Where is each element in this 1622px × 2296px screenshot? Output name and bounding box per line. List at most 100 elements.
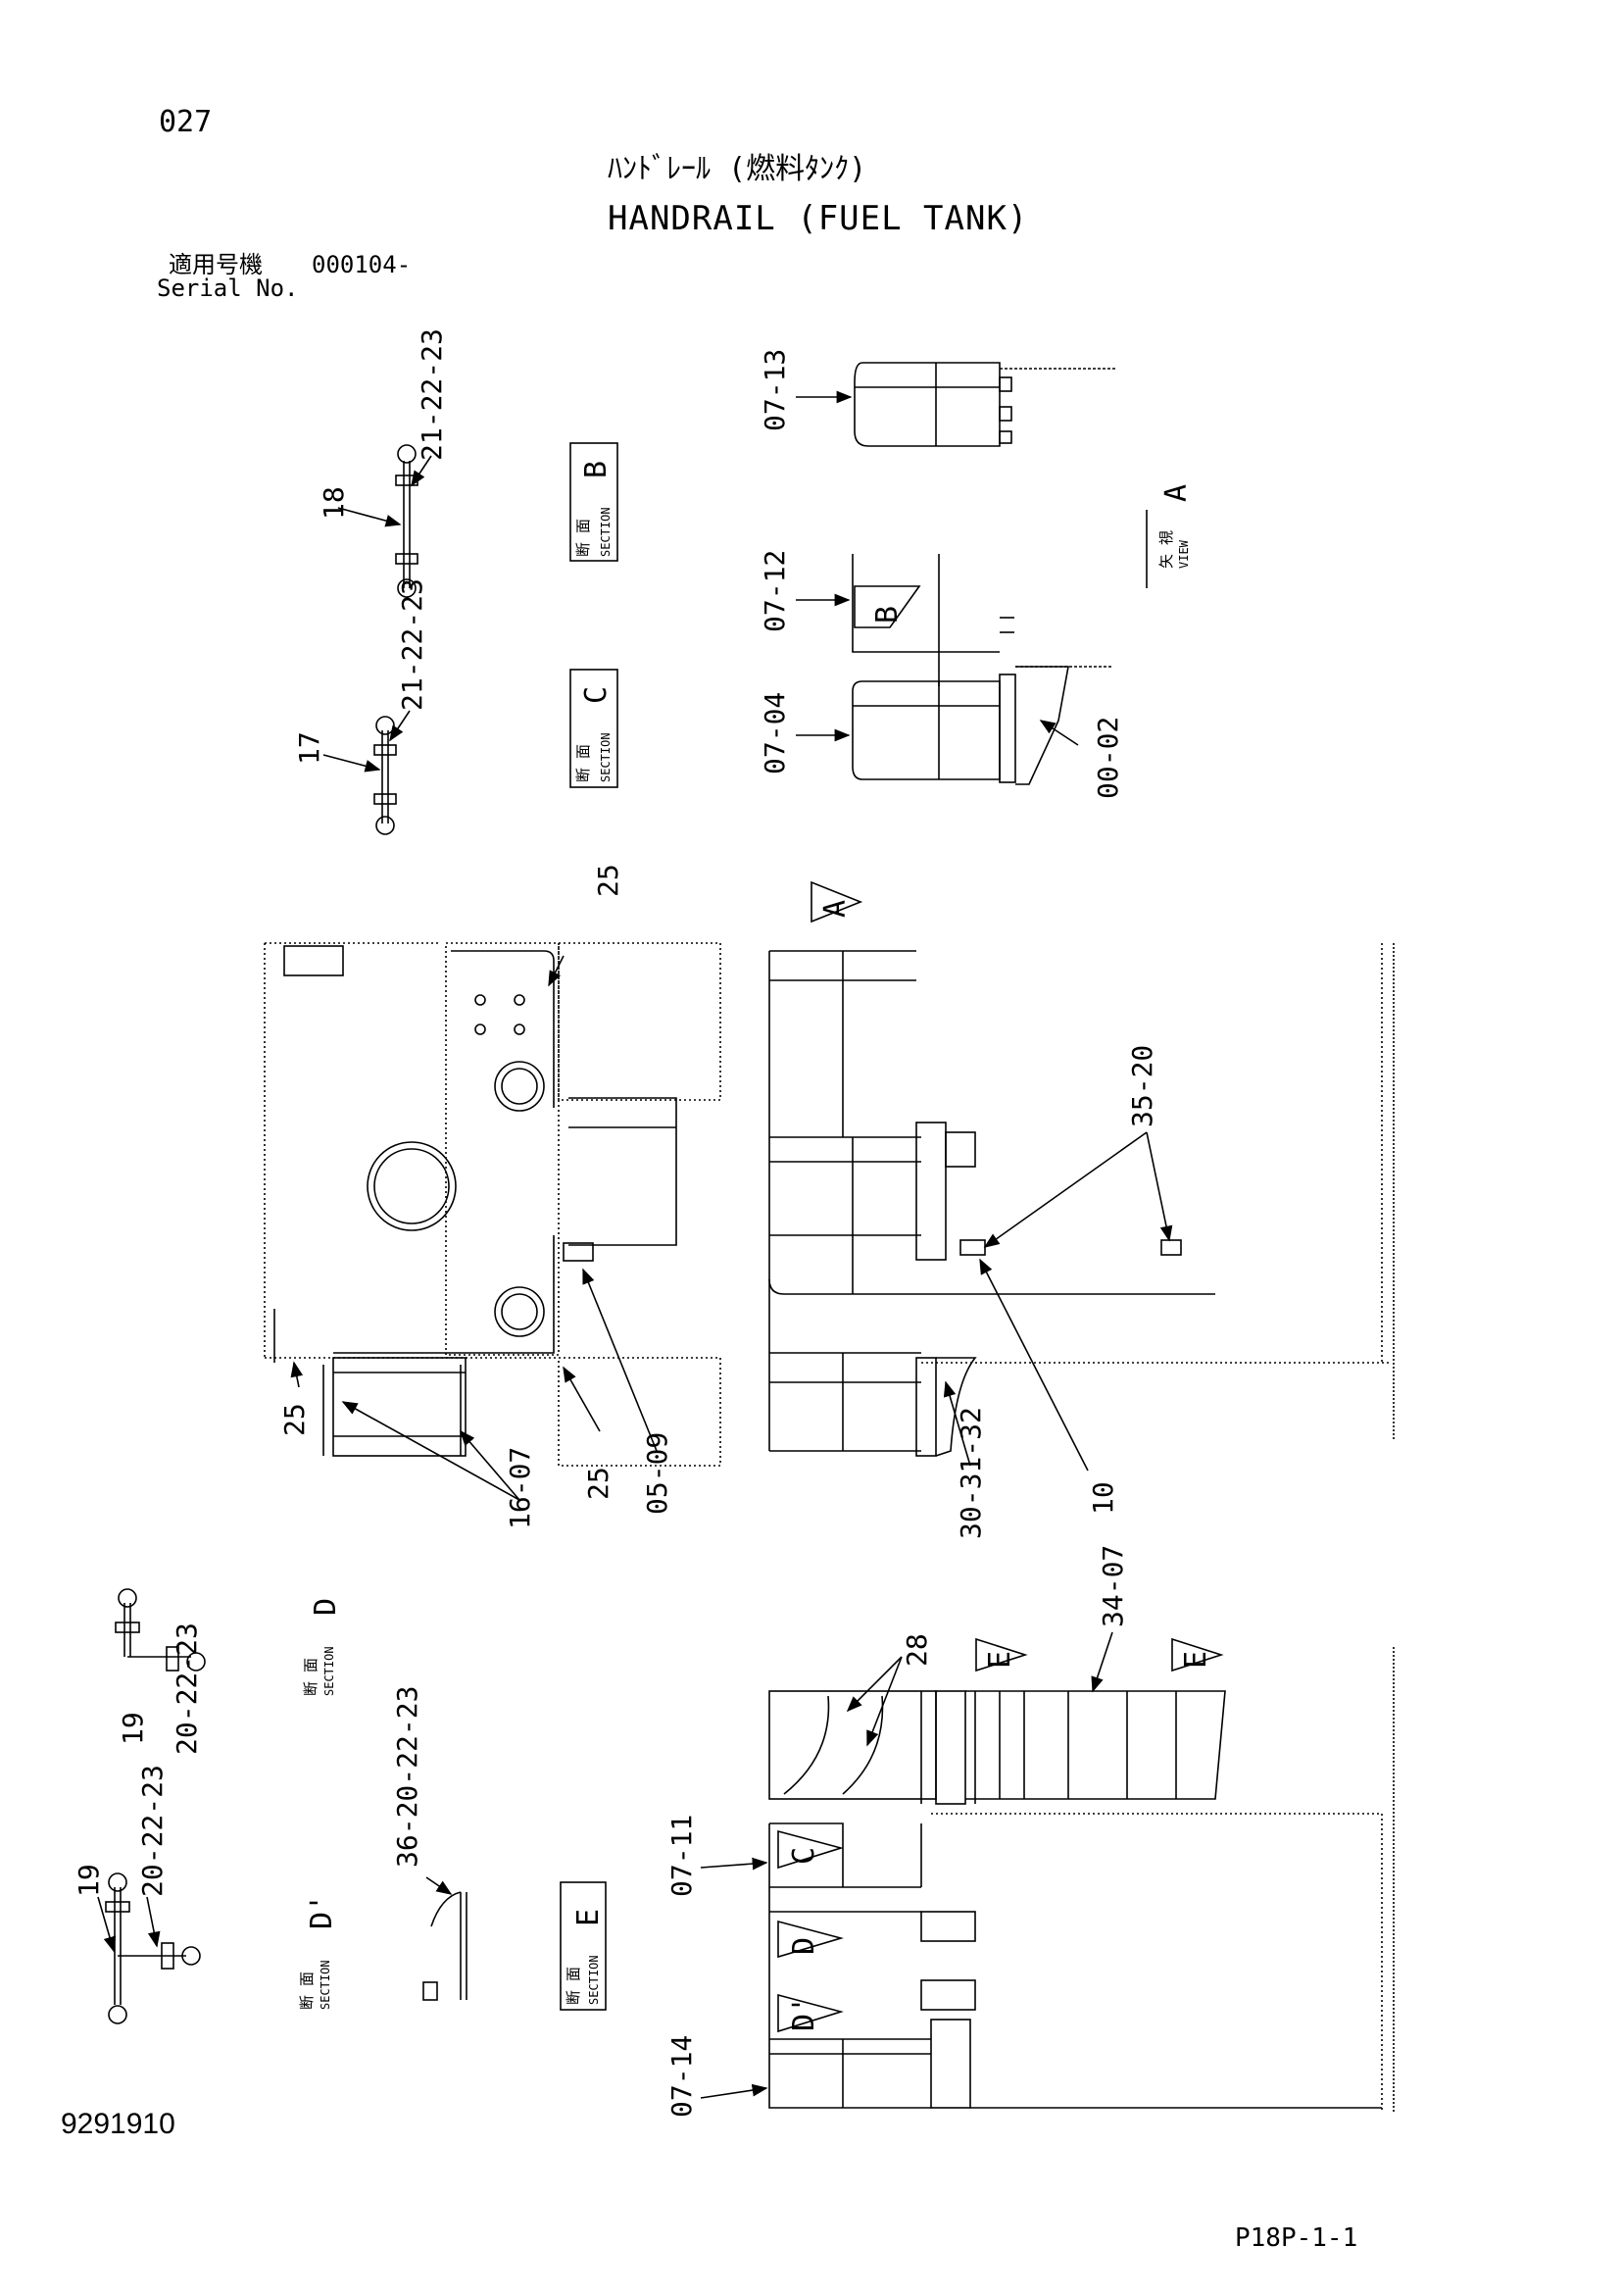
flag-c-shape [777,1829,844,1870]
flag-e-shape-2 [1171,1637,1224,1672]
leader-17 [322,754,381,773]
leader-25-left [290,1361,304,1388]
section-d-letter: D [309,1598,343,1616]
sheet-reference: P18P-1-1 [1235,2223,1358,2253]
fuel-tank-plan-view [264,942,721,1467]
side-elevation-view [768,943,1395,1457]
section-d-prime-label-jp: 断 面 [298,1972,316,2010]
leader-18 [337,507,402,527]
callout-07-11: 07-11 [665,1815,698,1897]
callout-07-04: 07-04 [759,692,791,774]
leader-20-22-23-d-prime [146,1896,161,1948]
leader-21-22-23-b [411,455,432,487]
callout-28: 28 [901,1633,933,1667]
leader-05-09 [582,1268,658,1452]
leader-00-02 [1039,720,1079,746]
fuel-tank-handrails [273,945,677,1456]
leader-28-b [866,1656,903,1747]
flag-b-letter: B [870,606,905,624]
section-b-label-jp: 断 面 [574,519,592,557]
callout-25-left: 25 [278,1403,311,1436]
leader-35-20-a [983,1131,1148,1248]
section-e-detail [422,1891,467,2001]
section-e-label-en: SECTION [587,1955,601,2005]
leader-25-mid [563,1366,601,1432]
callout-19-d: 19 [117,1712,149,1745]
leader-16-07-a [341,1401,520,1501]
callout-30-31-32: 30-31-32 [955,1407,987,1539]
view-a-handrail-upper [854,362,1117,447]
leader-35-20-b [1146,1131,1173,1242]
leader-30-31-32 [943,1380,971,1467]
view-a-handrail-lower [852,666,1113,785]
callout-34-07: 34-07 [1097,1545,1129,1627]
section-c-label-jp: 断 面 [574,744,592,782]
view-a-letter: A [1159,484,1194,502]
flag-e-shape-1 [975,1637,1028,1672]
callout-18: 18 [318,486,350,520]
leader-19-d-prime [97,1896,117,1953]
callout-35-20: 35-20 [1126,1045,1158,1127]
section-e-label-jp: 断 面 [565,1967,582,2005]
serial-label-english: Serial No. [157,275,299,302]
leader-07-11 [700,1857,768,1871]
callout-07-12: 07-12 [759,550,791,632]
flag-e-letter-1: E [983,1651,1017,1669]
callout-21-22-23-c: 21-22-23 [396,578,428,711]
callout-21-22-23-b: 21-22-23 [416,328,448,461]
serial-value: 000104- [312,251,412,278]
callout-25-mid: 25 [582,1467,614,1500]
serial-label-japanese: 適用号機 [169,251,263,278]
section-b-detail [395,444,418,598]
callout-20-22-23-d: 20-22-23 [171,1622,203,1755]
flag-c-letter: C [787,1847,821,1865]
flag-d-shape [777,1920,844,1959]
section-c-label-en: SECTION [599,732,613,782]
callout-25-top: 25 [592,864,624,897]
view-a-label-en: VIEW [1177,539,1191,569]
lower-plan-view [768,1647,1395,2113]
section-b-label-box [569,442,618,562]
callout-19-d-prime: 19 [73,1864,105,1897]
callout-36-20-22-23: 36-20-22-23 [391,1686,423,1868]
flag-d-prime-shape [777,1993,844,2033]
callout-00-02: 00-02 [1092,717,1124,799]
leader-21-22-23-c [389,710,411,742]
leader-28-a [846,1656,903,1713]
callout-07-14: 07-14 [665,2035,698,2118]
callout-17: 17 [293,731,325,765]
callout-05-09: 05-09 [641,1432,673,1515]
leader-07-14 [700,2083,768,2099]
flag-a-shape [811,880,863,923]
section-d-prime-letter: D' [305,1894,339,1929]
section-c-label-box [569,669,618,788]
callout-10: 10 [1087,1481,1119,1515]
flag-d-letter: D [787,1937,821,1955]
view-a-label-jp: 矢 視 [1157,530,1175,569]
section-d-prime-label-en: SECTION [319,1960,332,2010]
leader-25-top [548,955,565,987]
section-b-letter: B [579,461,614,478]
flag-e-letter-2: E [1179,1651,1213,1669]
callout-20-22-23-d-prime: 20-22-23 [136,1765,169,1897]
leader-16-07-b [459,1429,520,1501]
title-japanese: ﾊﾝﾄﾞﾚｰﾙ (燃料ﾀﾝｸ) [608,152,867,186]
flag-a-letter: A [818,900,853,918]
flag-b-shape [854,585,921,628]
flag-d-prime-letter: D' [787,1996,821,2031]
section-c-detail [373,716,397,835]
section-c-letter: C [579,686,614,704]
leader-34-07 [1091,1631,1113,1693]
section-d-label-en: SECTION [322,1646,336,1696]
callout-07-13: 07-13 [759,349,791,431]
view-a-handrail-middle [852,554,1014,686]
section-d-detail [115,1588,206,1672]
title-english: HANDRAIL (FUEL TANK) [608,199,1029,238]
page-number: 027 [159,105,213,139]
section-e-label-box [560,1881,607,2011]
section-d-label-jp: 断 面 [302,1658,319,1696]
drawing-number: 9291910 [61,2108,175,2140]
callout-16-07: 16-07 [504,1447,536,1529]
section-e-letter: E [571,1909,606,1926]
